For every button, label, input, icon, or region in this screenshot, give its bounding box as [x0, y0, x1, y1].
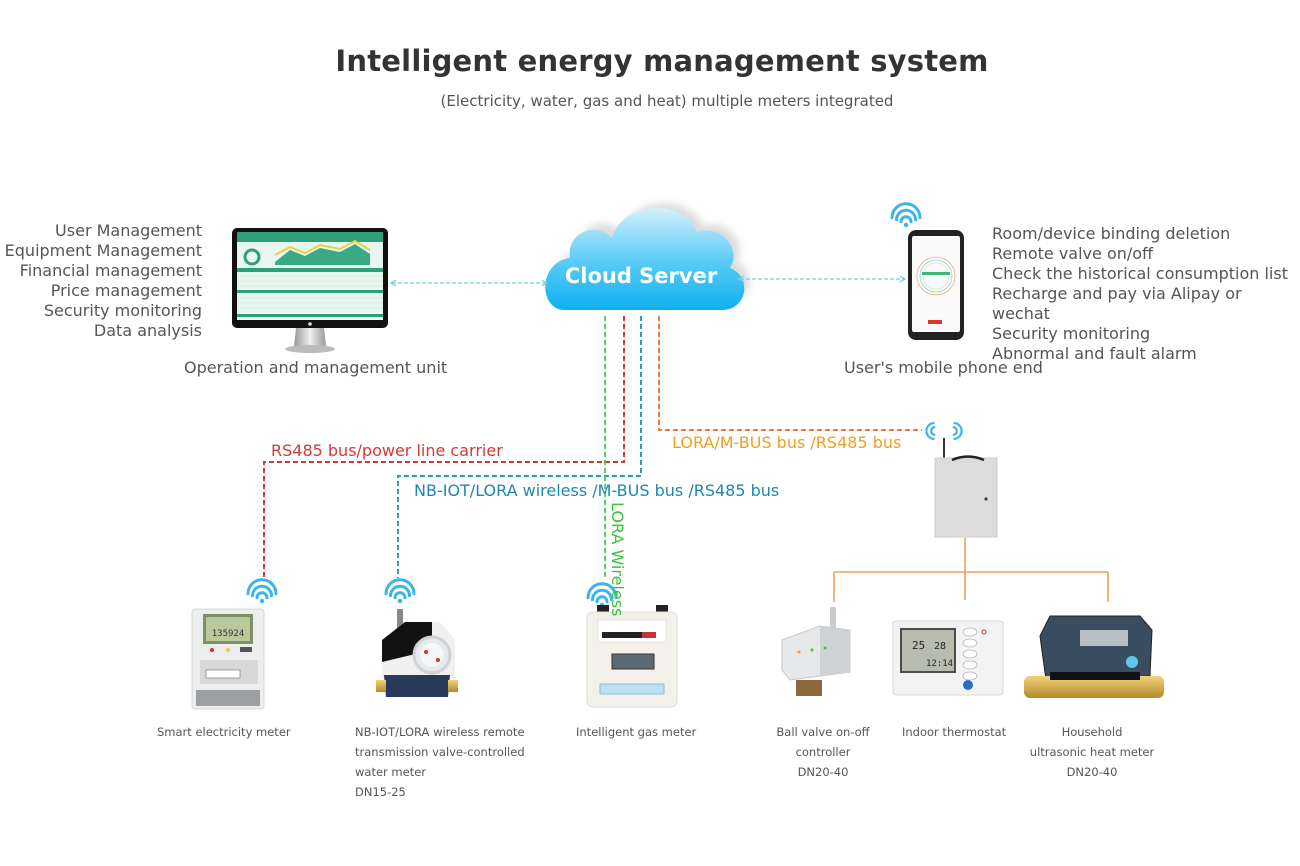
management-feature: Data analysis	[93, 321, 202, 340]
radio-wave-icon	[925, 421, 963, 441]
link-lora-mbus	[658, 316, 922, 431]
management-feature: Security monitoring	[43, 301, 202, 320]
wifi-icon	[246, 578, 278, 604]
device-label-line: Household	[1061, 725, 1123, 739]
device-label-line: Smart electricity meter	[157, 725, 291, 739]
link-rs485	[263, 316, 625, 578]
cloud-server-label: Cloud Server	[564, 264, 718, 288]
diagram-subtitle: (Electricity, water, gas and heat) multi…	[440, 92, 894, 110]
monitor-icon	[232, 228, 388, 353]
management-feature: Financial management	[19, 261, 202, 280]
mobile-feature: Recharge and pay via Alipay or wechat	[992, 284, 1242, 323]
lora-mbus-link-label: LORA/M-BUS bus /RS485 bus	[672, 433, 902, 452]
device-label-electricity: Smart electricity meter	[157, 722, 291, 742]
device-label-line: transmission valve-controlled	[355, 745, 525, 759]
device-label-line: DN20-40	[1066, 765, 1118, 779]
wifi-icon	[384, 578, 416, 604]
device-label-line: Indoor thermostat	[902, 725, 1007, 739]
management-feature-list: User Management Equipment Management Fin…	[5, 221, 202, 341]
diagram-title: Intelligent energy management system	[335, 44, 989, 78]
device-label-line: NB-IOT/LORA wireless remote	[355, 725, 525, 739]
device-label-water: NB-IOT/LORA wireless remote transmission…	[355, 722, 525, 802]
thermostat-time: 12:14	[926, 659, 953, 669]
rs485-link-label: RS485 bus/power line carrier	[271, 441, 503, 460]
device-label-line: water meter	[355, 765, 427, 779]
link-nbiot	[397, 316, 642, 578]
management-feature: Price management	[50, 281, 202, 300]
mobile-feature: Security monitoring	[992, 324, 1151, 343]
device-label-line: Ball valve on-off	[776, 725, 870, 739]
device-label-thermostat: Indoor thermostat	[902, 722, 1006, 742]
mobile-caption: User's mobile phone end	[844, 358, 1043, 377]
water-meter-image	[376, 609, 458, 697]
electricity-meter-image: 135924	[191, 608, 265, 710]
lora-wireless-link-label: LORA Wireless	[608, 502, 627, 617]
management-unit-caption: Operation and management unit	[184, 358, 448, 377]
device-label-ball-valve: Ball valve on-off controller DN20-40	[763, 722, 883, 782]
wifi-icon	[586, 582, 618, 608]
device-label-line: ultrasonic heat meter	[1029, 745, 1155, 759]
wifi-icon	[890, 202, 922, 228]
device-label-gas: Intelligent gas meter	[576, 722, 696, 742]
mobile-feature: Check the historical consumption list	[992, 264, 1288, 283]
arrow-management-cloud	[389, 279, 549, 287]
ball-valve-controller-image	[781, 607, 851, 696]
mobile-feature: Abnormal and fault alarm	[992, 344, 1197, 363]
mobile-phone-icon	[908, 230, 964, 340]
device-label-line: DN20-40	[797, 765, 849, 779]
management-feature: User Management	[55, 221, 202, 240]
device-label-line: Intelligent gas meter	[576, 725, 697, 739]
mobile-feature-list: Room/device binding deletion Remote valv…	[992, 224, 1300, 364]
device-label-line: controller	[795, 745, 851, 759]
ultrasonic-heat-meter-image	[1024, 615, 1164, 698]
mobile-feature: Remote valve on/off	[992, 244, 1154, 263]
device-label-line: DN15-25	[355, 785, 406, 799]
device-label-heat-meter: Household ultrasonic heat meter DN20-40	[1026, 722, 1158, 782]
nbiot-link-label: NB-IOT/LORA wireless /M-BUS bus /RS485 b…	[414, 481, 780, 500]
concentrator-icon	[934, 438, 998, 538]
mobile-feature: Room/device binding deletion	[992, 224, 1231, 243]
thermostat-temp2: 28	[934, 641, 946, 652]
indoor-thermostat-image: 25 28 12:14	[892, 620, 1004, 696]
thermostat-temp1: 25	[912, 639, 925, 652]
electricity-display-value: 135924	[212, 629, 245, 639]
gas-meter-image	[586, 605, 678, 708]
management-feature: Equipment Management	[4, 241, 202, 260]
concentrator-branch-lines	[833, 538, 1109, 602]
arrow-cloud-mobile	[737, 275, 907, 283]
cloud-server-icon	[545, 207, 745, 310]
